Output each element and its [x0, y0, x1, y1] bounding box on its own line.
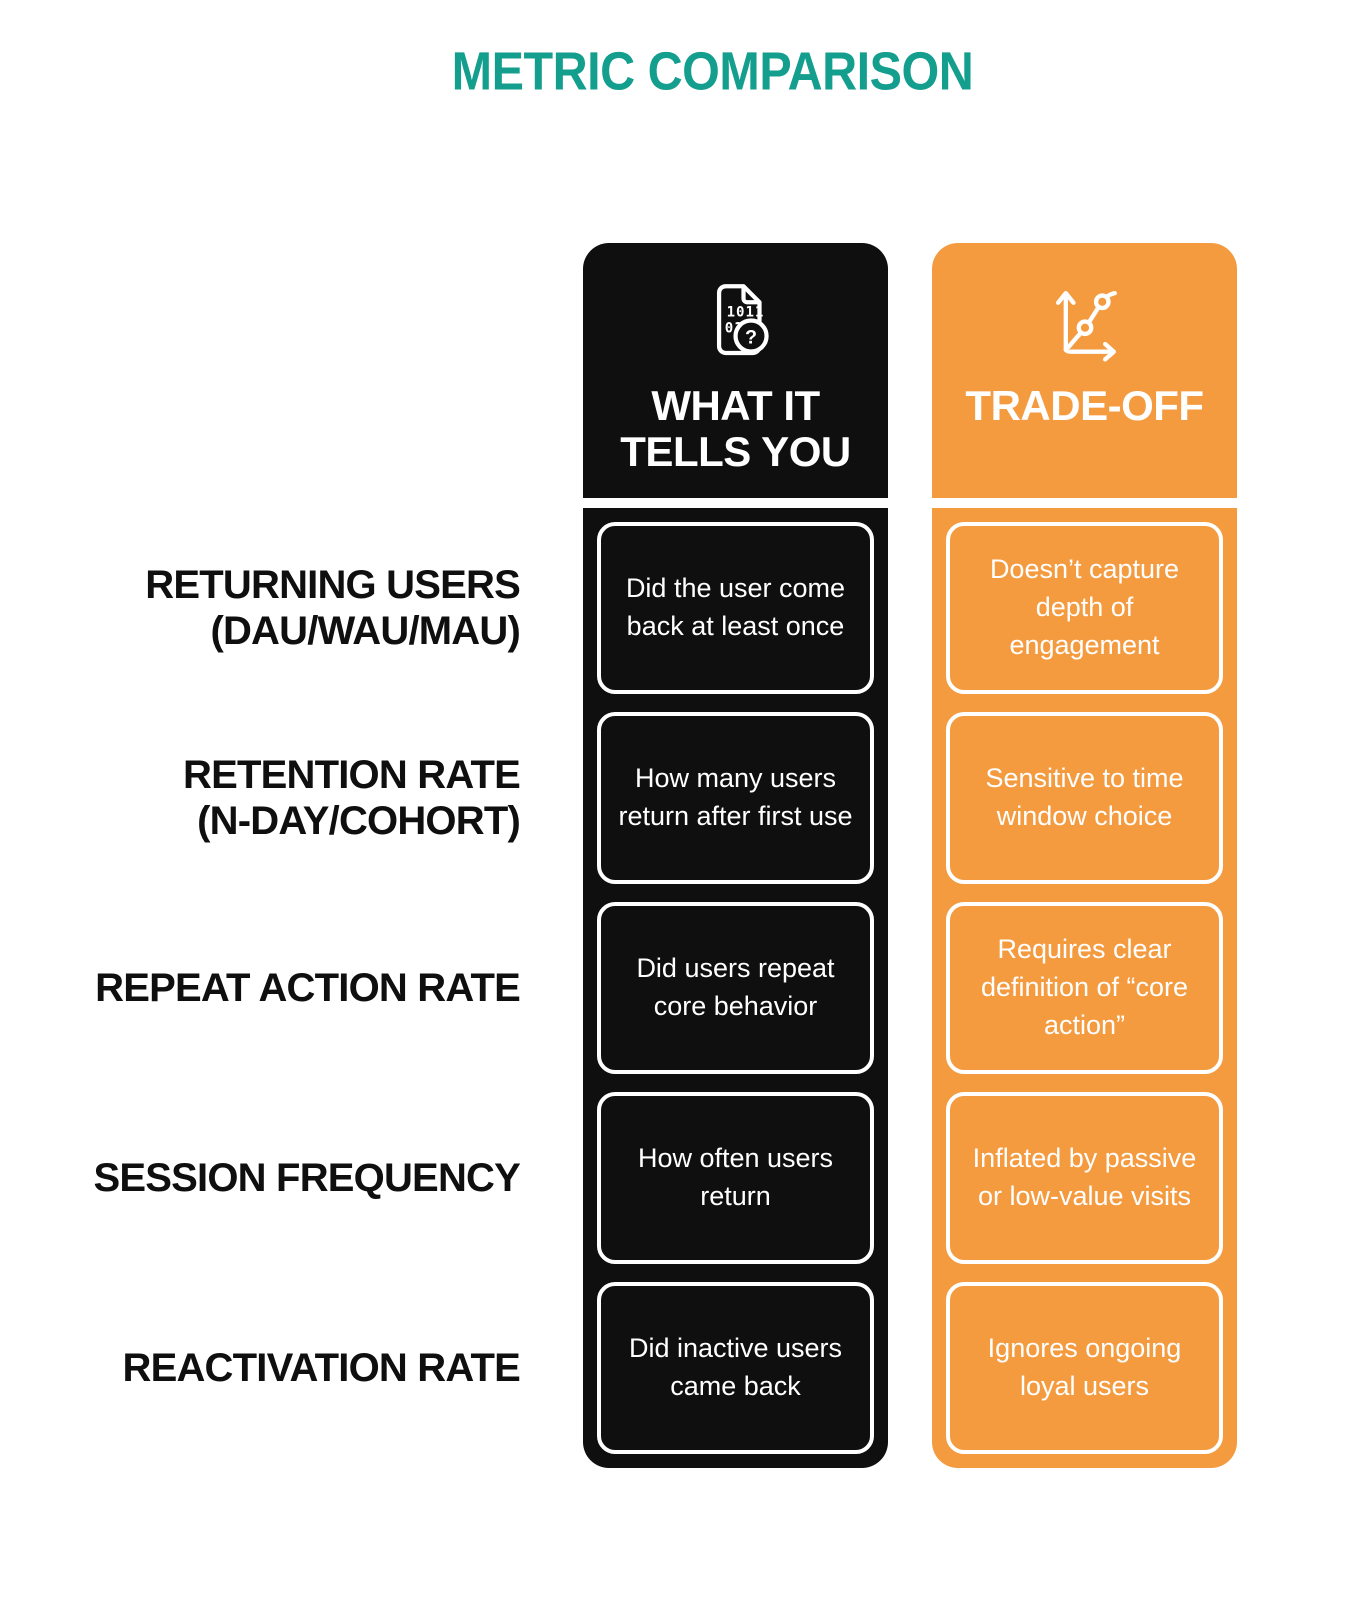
page-title: METRIC COMPARISON	[451, 40, 974, 102]
row-label-line: REACTIVATION RATE	[122, 1346, 521, 1390]
column-body-what: Did the user come back at least once How…	[583, 508, 888, 1468]
cell-what-repeat-action-rate: Did users repeat core behavior	[597, 902, 874, 1074]
row-label-session-frequency: SESSION FREQUENCY	[40, 1092, 521, 1264]
cell-tradeoff-session-frequency: Inflated by passive or low-value visits	[946, 1092, 1223, 1264]
row-label-line: RETURNING USERS	[145, 563, 521, 607]
column-title-what: WHAT IT TELLS YOU	[620, 382, 851, 476]
column-header-trade-off: TRADE-OFF	[932, 243, 1237, 498]
column-body-trade-off: Doesn’t capture depth of engagement Sens…	[932, 508, 1237, 1468]
column-title-trade-off: TRADE-OFF	[965, 382, 1204, 429]
row-label-line: REPEAT ACTION RATE	[95, 966, 521, 1010]
row-label-retention-rate: RETENTION RATE (N-DAY/COHORT)	[40, 712, 521, 884]
cell-what-returning-users: Did the user come back at least once	[597, 522, 874, 694]
cell-what-reactivation-rate: Did inactive users came back	[597, 1282, 874, 1454]
binary-file-question-icon: 1011 01 ?	[686, 273, 786, 369]
column-trade-off: TRADE-OFF Doesn’t capture depth of engag…	[932, 243, 1237, 1468]
row-label-reactivation-rate: REACTIVATION RATE	[40, 1282, 521, 1454]
row-label-repeat-action-rate: REPEAT ACTION RATE	[40, 902, 521, 1074]
cell-tradeoff-repeat-action-rate: Requires clear definition of “core actio…	[946, 902, 1223, 1074]
cell-tradeoff-returning-users: Doesn’t capture depth of engagement	[946, 522, 1223, 694]
cell-tradeoff-retention-rate: Sensitive to time window choice	[946, 712, 1223, 884]
growth-chart-icon	[1035, 273, 1135, 369]
column-header-what: 1011 01 ? WHAT IT TELLS YOU	[583, 243, 888, 498]
svg-text:?: ?	[745, 327, 757, 349]
row-label-line: (N-DAY/COHORT)	[197, 799, 521, 843]
row-label-line: SESSION FREQUENCY	[93, 1156, 521, 1200]
row-label-line: (DAU/WAU/MAU)	[210, 609, 520, 653]
cell-what-session-frequency: How often users return	[597, 1092, 874, 1264]
row-label-returning-users: RETURNING USERS (DAU/WAU/MAU)	[40, 522, 521, 694]
row-label-line: RETENTION RATE	[183, 753, 521, 797]
column-what-it-tells-you: 1011 01 ? WHAT IT TELLS YOU Did the user…	[583, 243, 888, 1468]
cell-what-retention-rate: How many users return after first use	[597, 712, 874, 884]
svg-text:1011: 1011	[726, 304, 764, 320]
row-labels-column: RETURNING USERS (DAU/WAU/MAU) RETENTION …	[40, 508, 521, 1468]
cell-tradeoff-reactivation-rate: Ignores ongoing loyal users	[946, 1282, 1223, 1454]
